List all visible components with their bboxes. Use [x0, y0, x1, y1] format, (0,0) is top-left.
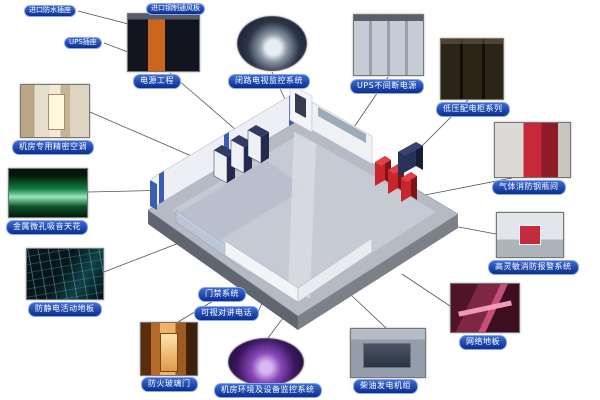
label-diesel-generator: 柴油发电机组	[353, 379, 418, 394]
room-slab-right	[298, 214, 458, 330]
label-env-monitoring: 机房环境及设备监控系统	[214, 383, 322, 398]
room-slab-left	[148, 210, 298, 330]
label-precision-ac: 机房专用精密空调	[12, 140, 94, 155]
photo-power-engineering	[127, 13, 200, 72]
label-power-engineering: 电源工程	[133, 74, 181, 89]
navy-cabinet	[398, 142, 423, 176]
photo-diesel-generator	[350, 328, 426, 378]
photo-antistatic-floor	[26, 248, 104, 300]
label-cctv-system: 闭路电视监控系统	[228, 74, 310, 89]
photo-metal-ceiling	[8, 168, 88, 218]
label-access-control: 门禁系统	[198, 287, 246, 302]
right-wall-window	[318, 107, 366, 143]
door-opening	[295, 93, 306, 118]
label-gas-fire-room: 气体消防钢瓶间	[492, 180, 566, 195]
label-steel-vent-panel: 进口钢制通风板	[146, 3, 205, 15]
label-fire-alarm-system: 高灵敏消防报警系统	[488, 260, 579, 275]
dark-cabinet-row	[213, 125, 269, 184]
label-metal-ceiling: 金属微孔吸音天花	[6, 220, 88, 235]
label-fire-glass-door: 防火玻璃门	[141, 377, 198, 392]
label-waterproof-socket: 进口防水插座	[24, 5, 76, 17]
photo-network-floor	[450, 283, 520, 333]
server-room-illustration	[147, 83, 459, 330]
wall-pillar	[159, 171, 164, 204]
photo-env-monitoring	[228, 338, 304, 386]
photo-cctv-system	[237, 16, 307, 71]
photo-fire-glass-door	[140, 322, 198, 376]
photo-precision-ac	[20, 84, 90, 138]
label-network-floor: 网络地板	[459, 335, 507, 350]
label-lv-distribution: 低压配电柜系列	[436, 102, 510, 117]
photo-gas-fire-room	[494, 122, 571, 178]
low-wall-right	[297, 237, 373, 303]
room-floor-tint	[180, 160, 306, 240]
label-video-intercom: 可视对讲电话	[194, 306, 259, 321]
corner-pillar	[150, 180, 157, 210]
label-antistatic-floor: 防静电活动地板	[28, 302, 102, 317]
label-ups-socket: UPS插座	[64, 37, 102, 49]
photo-lv-distribution	[440, 38, 504, 100]
label-ups-power: UPS不间断电源	[350, 79, 424, 94]
room-walkway	[288, 132, 316, 298]
photo-fire-alarm-system	[496, 212, 564, 258]
photo-ups-power	[353, 14, 424, 76]
